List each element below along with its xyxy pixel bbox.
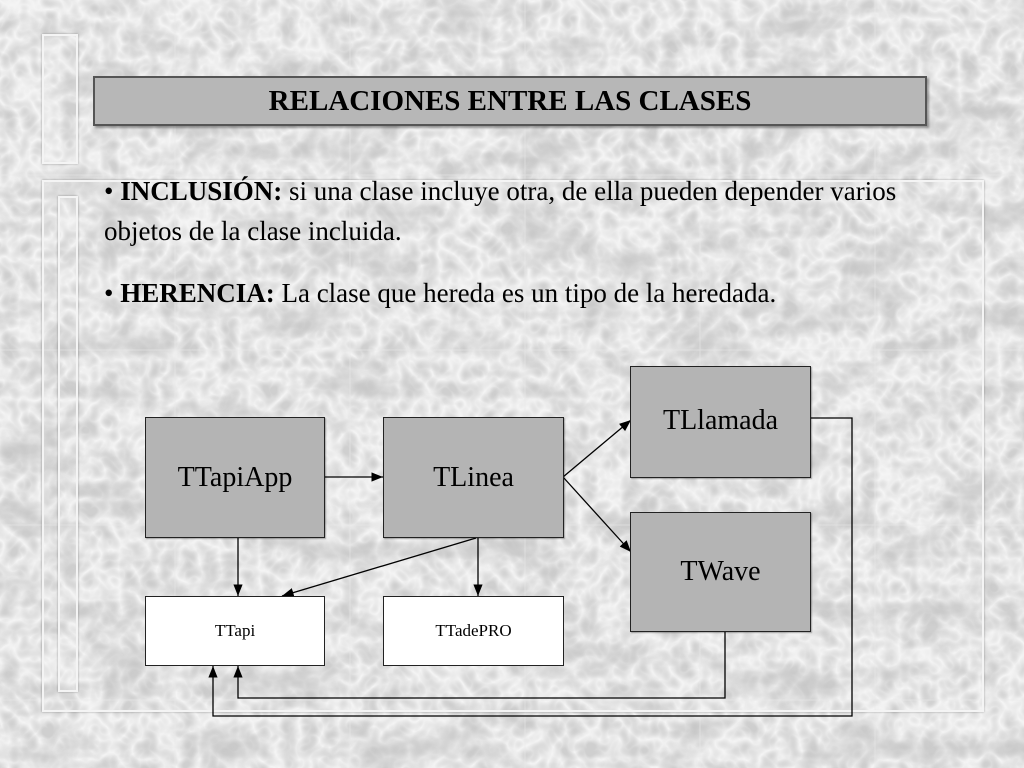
bullet-marker: • (104, 278, 114, 308)
bullet-inclusion: • INCLUSIÓN: si una clase incluye otra, … (104, 171, 964, 251)
node-ttapi: TTapi (145, 596, 325, 666)
decorative-frame-left-bottom (58, 196, 78, 692)
node-tllamada: TLlamada (630, 366, 811, 478)
node-tlinea: TLinea (383, 417, 564, 538)
node-twave: TWave (630, 512, 811, 632)
bullet-text-inclusion: si una clase incluye otra, de ella puede… (104, 176, 897, 246)
node-ttadepro: TTadePRO (383, 596, 564, 666)
node-ttapiapp: TTapiApp (145, 417, 325, 538)
bullet-marker: • (104, 176, 114, 206)
bullet-term-inclusion: INCLUSIÓN: (120, 176, 283, 206)
slide-title: RELACIONES ENTRE LAS CLASES (93, 76, 927, 126)
bullet-text-herencia: La clase que hereda es un tipo de la her… (281, 278, 777, 308)
decorative-frame-left-top (42, 34, 78, 164)
bullet-term-herencia: HERENCIA: (120, 278, 275, 308)
bullet-herencia: • HERENCIA: La clase que hereda es un ti… (104, 273, 964, 313)
